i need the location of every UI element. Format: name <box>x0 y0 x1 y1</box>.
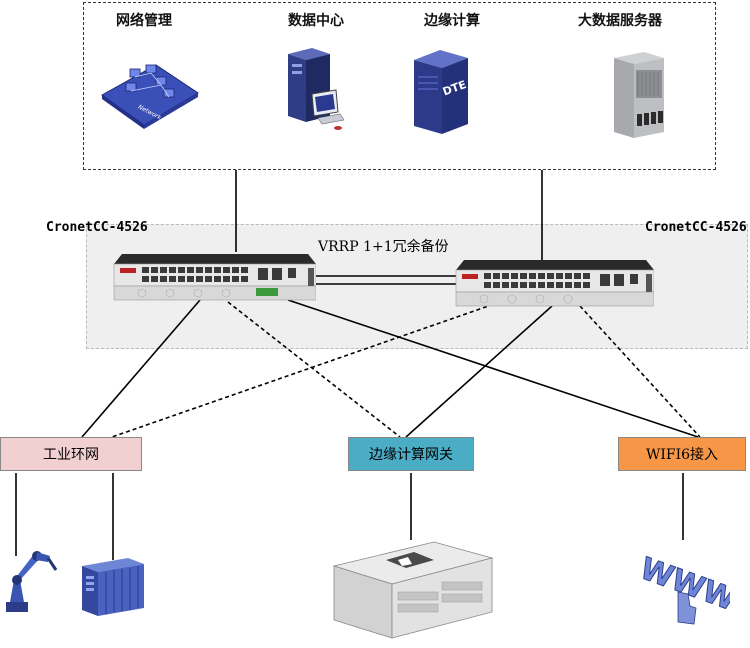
www-wifi-icon: WWW <box>638 551 730 625</box>
industrial-robot-arm-icon <box>6 551 58 612</box>
label-edge-computing: 边缘计算 <box>424 13 480 29</box>
label-data-center: 数据中心 <box>288 13 344 29</box>
industrial-pc-icon <box>332 541 494 639</box>
server-rack-icon <box>614 52 664 138</box>
wifi6-access-box: WIFI6接入 <box>618 437 746 471</box>
right-switch-model-label: CronetCC-4526 <box>645 220 747 235</box>
label-big-data-server: 大数据服务器 <box>578 13 662 29</box>
data-center-pc-icon <box>288 48 345 130</box>
plc-controller-icon <box>82 558 144 616</box>
link-left-switch-wifi <box>287 299 699 438</box>
industrial-ring-network-label: 工业环网 <box>43 447 99 463</box>
network-management-icon: Network Management <box>101 64 199 131</box>
link-right-switch-wifi-backup <box>579 305 701 438</box>
industrial-ring-network-box: 工业环网 <box>0 437 142 471</box>
link-left-switch-gateway-backup <box>227 301 401 438</box>
link-right-switch-gateway <box>405 305 553 438</box>
left-switch-icon <box>113 254 316 301</box>
top-services-group <box>83 2 716 170</box>
wifi6-access-label: WIFI6接入 <box>645 447 719 463</box>
vrrp-redundancy-label: VRRP 1+1冗余备份 <box>318 239 449 255</box>
right-switch-icon <box>455 260 654 307</box>
dte-server-icon: DTE <box>414 50 468 134</box>
label-network-management: 网络管理 <box>116 13 172 29</box>
link-right-switch-ring-backup <box>111 301 501 438</box>
edge-gateway-box: 边缘计算网关 <box>348 437 474 471</box>
left-switch-model-label: CronetCC-4526 <box>46 220 148 235</box>
link-left-switch-ring <box>81 299 201 438</box>
edge-gateway-label: 边缘计算网关 <box>369 447 453 463</box>
